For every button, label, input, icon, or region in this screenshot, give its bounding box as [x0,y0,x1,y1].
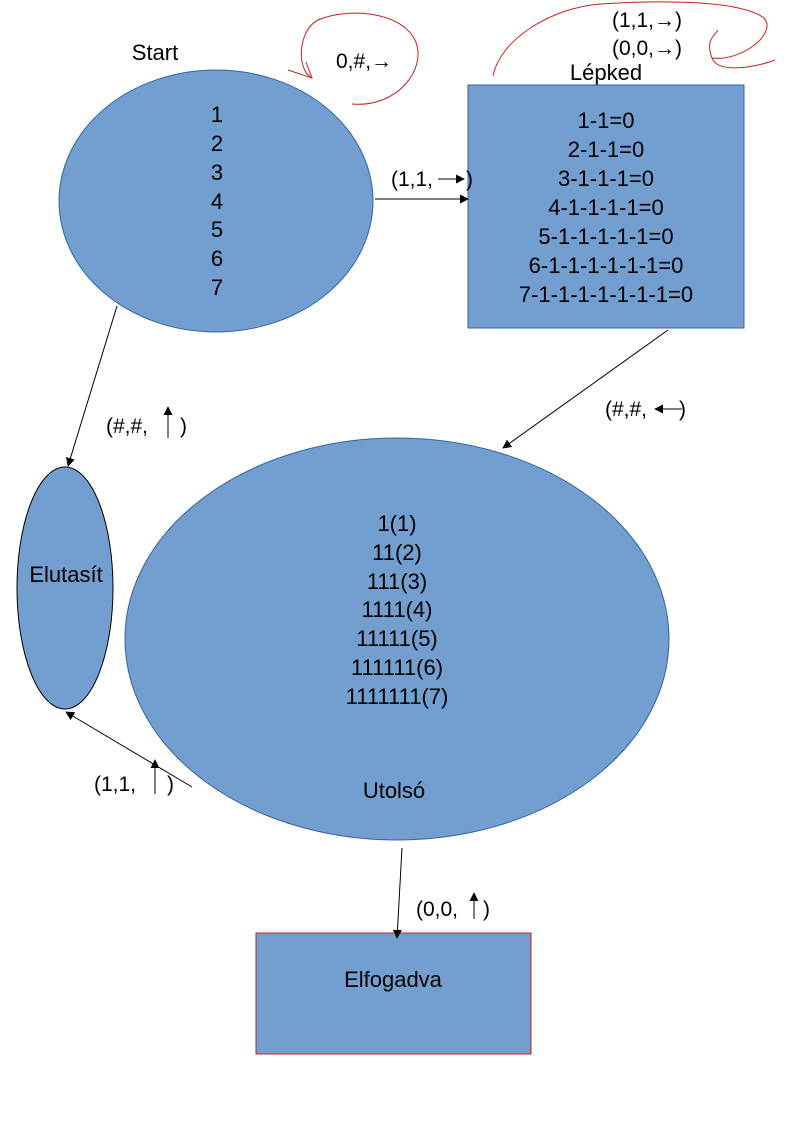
state-lepked-line: 6-1-1-1-1-1-1=0 [529,253,684,278]
state-elfogadva[interactable]: Elfogadva [255,932,532,1055]
state-start-line: 7 [211,275,223,300]
state-lepked-line: 3-1-1-1=0 [558,166,654,191]
state-lepked[interactable]: Lépked 1-1=0 2-1-1=0 3-1-1-1=0 4-1-1-1-1… [467,60,745,329]
state-utolso-line: 1111(4) [362,597,433,622]
state-elfogadva-shape [255,932,532,1055]
label-start-to-lepked-text: (1,1, [391,168,433,191]
state-start-shape [58,69,374,333]
state-elfogadva-label: Elfogadva [344,967,443,992]
state-lepked-lines: 1-1=0 2-1-1=0 3-1-1-1=0 4-1-1-1-1=0 5-1-… [519,108,693,307]
edge-lepked-to-utolso [502,329,669,449]
label-utolso-to-elutasit-text: (1,1, [94,773,136,796]
label-utolso-to-elutasit: (1,1, ) [94,759,174,796]
state-elutasit[interactable]: Elutasít [16,466,114,710]
label-start-to-lepked: (1,1, ) [391,168,473,191]
state-lepked-line: 5-1-1-1-1-1=0 [538,224,673,249]
state-lepked-label: Lépked [570,60,642,85]
loop-lepked-tail [711,57,776,69]
state-start-line: 3 [211,160,223,185]
edge-utolso-to-elutasit [65,711,193,788]
label-start-to-elutasit: (#,#, ) [106,406,187,438]
state-utolso-shape [124,437,670,841]
loop-lepked-annotation [492,1,768,77]
label-start-to-elutasit-text: (#,#, [106,415,148,438]
label-lepked-loop-2: (0,0,→) [612,37,682,60]
state-utolso-line: 11(2) [372,540,422,565]
state-utolso-line: 1111111(7) [346,684,449,709]
state-start-lines: 1 2 3 4 5 6 7 [211,102,223,300]
state-start-line: 4 [211,189,223,214]
edge-utolso-to-elfogadva [392,847,403,939]
state-start[interactable]: Start 1 2 3 4 5 6 7 [58,40,374,333]
state-start-label: Start [132,40,178,65]
edge-start-to-elutasit [66,305,118,467]
label-utolso-to-elfogadva-end: ) [483,898,490,921]
label-utolso-to-elfogadva: (0,0, ) [416,892,490,921]
state-elutasit-label: Elutasít [29,562,102,587]
state-lepked-line: 7-1-1-1-1-1-1-1=0 [519,282,693,307]
state-utolso-line: 11111(5) [356,626,438,651]
state-start-line: 1 [211,102,223,127]
state-lepked-line: 1-1=0 [578,108,635,133]
label-start-loop: 0,#,→ [336,50,392,73]
state-elutasit-shape [16,466,114,710]
state-utolso-lines: 1(1) 11(2) 111(3) 1111(4) 11111(5) 11111… [346,511,449,709]
label-utolso-to-elutasit-end: ) [167,773,174,796]
loop-start-annotation [300,12,419,105]
label-lepked-to-utolso: (#,#, ) [605,398,686,421]
state-utolso-line: 111111(6) [351,655,443,680]
state-lepked-line: 4-1-1-1-1=0 [548,195,664,220]
label-lepked-to-utolso-end: ) [679,398,686,421]
state-lepked-shape [467,84,745,329]
state-utolso[interactable]: 1(1) 11(2) 111(3) 1111(4) 11111(5) 11111… [124,437,670,841]
label-lepked-to-utolso-text: (#,#, [605,398,647,421]
state-start-line: 6 [211,246,223,271]
label-utolso-to-elfogadva-text: (0,0, [416,898,458,921]
label-start-to-lepked-end: ) [466,168,473,191]
state-lepked-line: 2-1-1=0 [568,137,644,162]
state-utolso-line: 1(1) [377,511,416,536]
loop-start-arrowhead [287,61,313,79]
state-start-line: 5 [211,217,223,242]
label-lepked-loop-1: (1,1,→) [612,9,682,32]
state-utolso-label: Utolsó [363,778,425,803]
state-start-line: 2 [211,131,223,156]
state-utolso-line: 111(3) [367,569,427,594]
label-start-to-elutasit-end: ) [180,415,187,438]
